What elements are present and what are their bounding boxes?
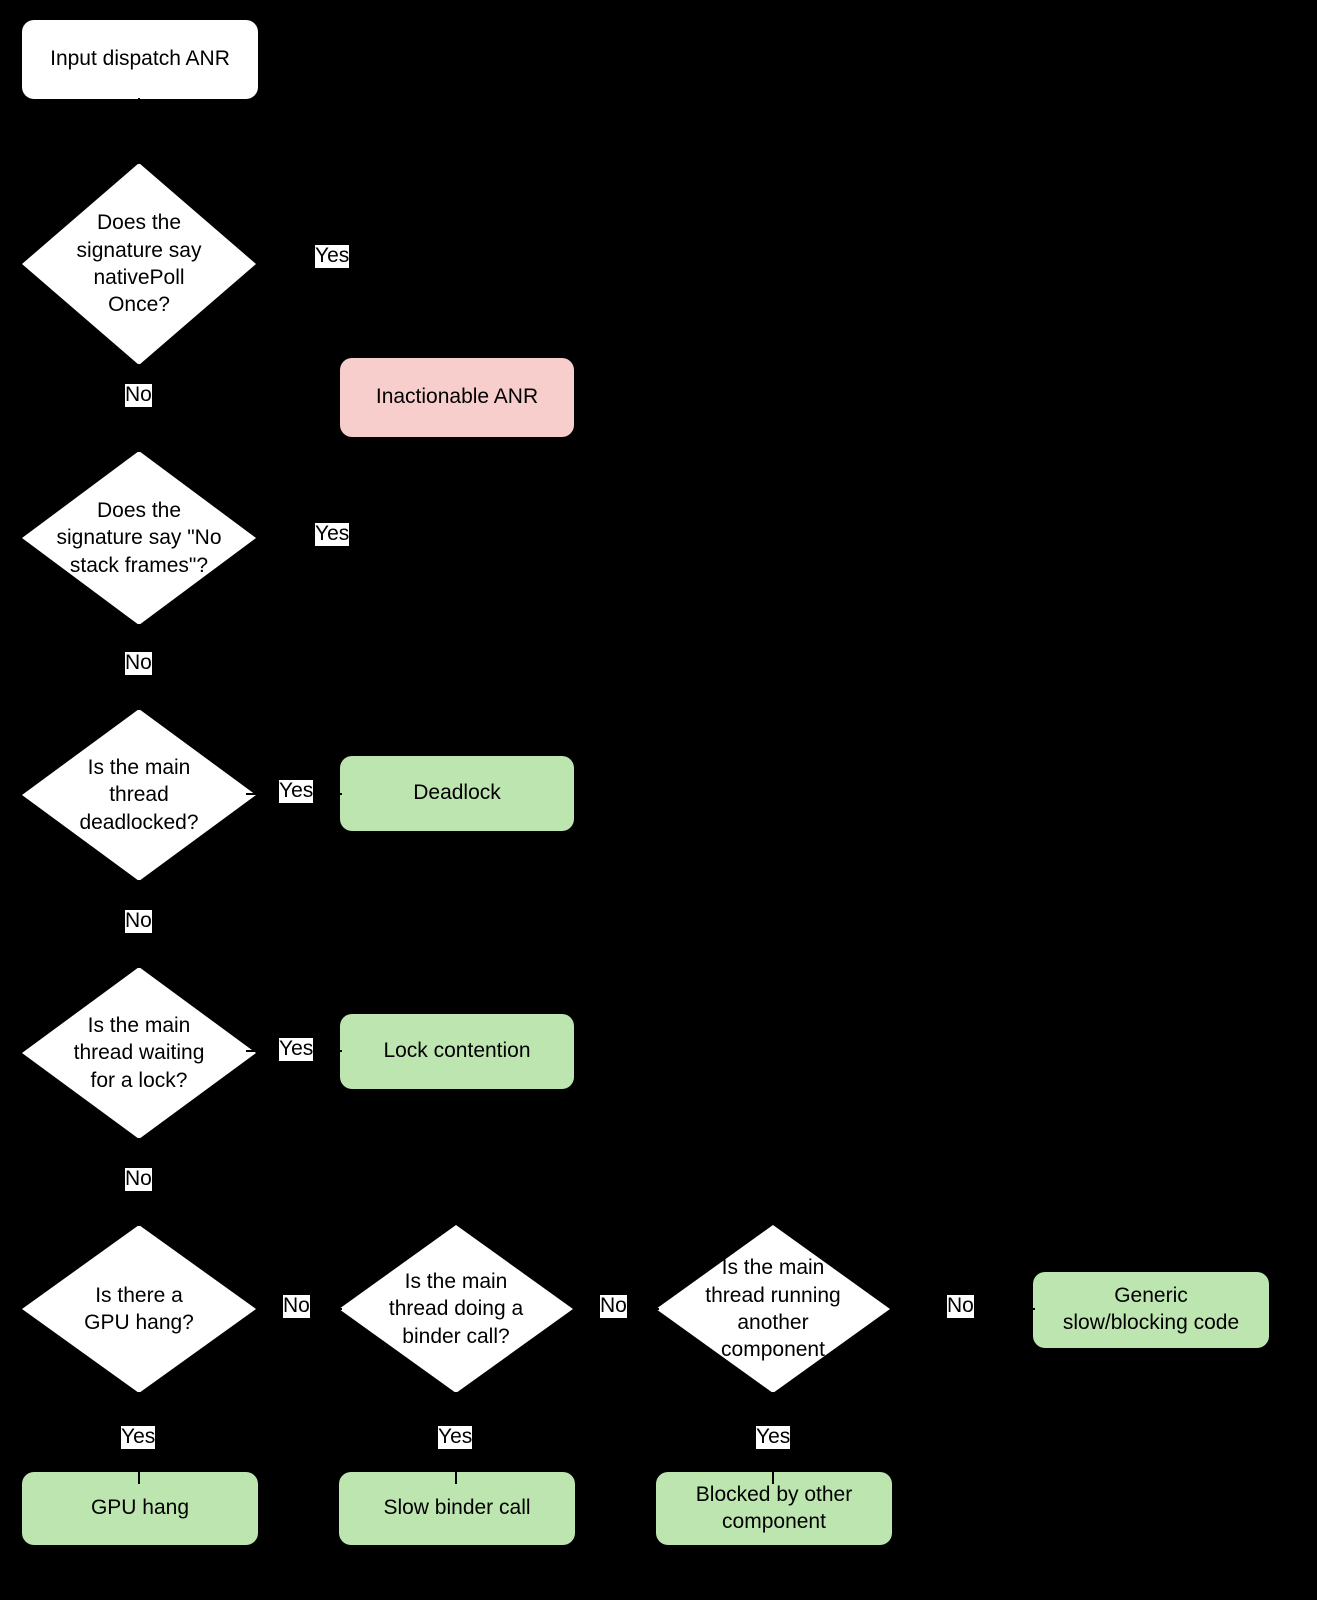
diamond-shape <box>22 163 256 365</box>
edge-label-binder-yes: Yes <box>438 1425 473 1450</box>
node-slow-binder-call-label: Slow binder call <box>383 1496 531 1520</box>
node-generic-slow-blocking-code[interactable]: Generic slow/blocking code <box>1033 1272 1269 1348</box>
edge-label-component-no: No <box>947 1294 974 1319</box>
diamond-shape <box>22 967 256 1139</box>
node-blocked-by-other-component-label: Blocked by other component <box>695 1482 853 1533</box>
edge-label-nostack-no: No <box>125 651 152 676</box>
edge-label-deadlock-no: No <box>125 909 152 934</box>
edge-label-gpu-yes: Yes <box>121 1425 156 1450</box>
diamond-shape <box>22 709 256 881</box>
decision-gpu-hang[interactable]: Is there a GPU hang? <box>22 1225 256 1393</box>
decision-other-component[interactable]: Is the main thread running another compo… <box>656 1225 890 1393</box>
decision-native-poll-once[interactable]: Does the signature say nativePoll Once? <box>22 163 256 365</box>
node-deadlock-label: Deadlock <box>413 781 501 805</box>
edge-label-component-yes: Yes <box>756 1425 791 1450</box>
node-start[interactable]: Input dispatch ANR <box>22 20 258 99</box>
decision-binder-call[interactable]: Is the main thread doing a binder call? <box>339 1225 573 1393</box>
decision-no-stack-frames[interactable]: Does the signature say "No stack frames"… <box>22 451 256 625</box>
edge-label-nativepoll-yes: Yes <box>315 244 350 269</box>
node-start-label: Input dispatch ANR <box>50 47 230 71</box>
node-inactionable-anr-label: Inactionable ANR <box>375 385 539 409</box>
edge-label-nativepoll-no: No <box>125 383 152 408</box>
edge-label-gpu-no: No <box>283 1294 310 1319</box>
edge-label-binder-no: No <box>600 1294 627 1319</box>
node-gpu-hang-label: GPU hang <box>90 1496 190 1520</box>
node-generic-slow-blocking-code-label: Generic slow/blocking code <box>1062 1284 1240 1334</box>
node-lock-contention-label: Lock contention <box>383 1039 531 1063</box>
diamond-shape <box>339 1225 573 1393</box>
node-gpu-hang[interactable]: GPU hang <box>22 1472 258 1545</box>
decision-main-thread-deadlocked[interactable]: Is the main thread deadlocked? <box>22 709 256 881</box>
node-deadlock[interactable]: Deadlock <box>340 756 574 831</box>
edge-label-lock-no: No <box>125 1167 152 1192</box>
decision-waiting-for-lock[interactable]: Is the main thread waiting for a lock? <box>22 967 256 1139</box>
diamond-shape <box>22 1225 256 1393</box>
edge-nativepoll-no <box>138 364 140 452</box>
node-slow-binder-call[interactable]: Slow binder call <box>339 1472 575 1545</box>
edge-nativepoll-yes <box>256 263 342 265</box>
edge-nostack-yes <box>256 537 342 539</box>
node-blocked-by-other-component[interactable]: Blocked by other component <box>656 1472 892 1545</box>
diamond-shape <box>656 1225 890 1393</box>
node-lock-contention[interactable]: Lock contention <box>340 1014 574 1089</box>
node-inactionable-anr[interactable]: Inactionable ANR <box>340 358 574 437</box>
edge-label-nostack-yes: Yes <box>315 522 350 547</box>
edge-label-deadlock-yes: Yes <box>279 779 314 804</box>
edge-label-lock-yes: Yes <box>279 1037 314 1062</box>
diamond-shape <box>22 451 256 625</box>
edge-start-to-nativepoll <box>138 98 140 164</box>
